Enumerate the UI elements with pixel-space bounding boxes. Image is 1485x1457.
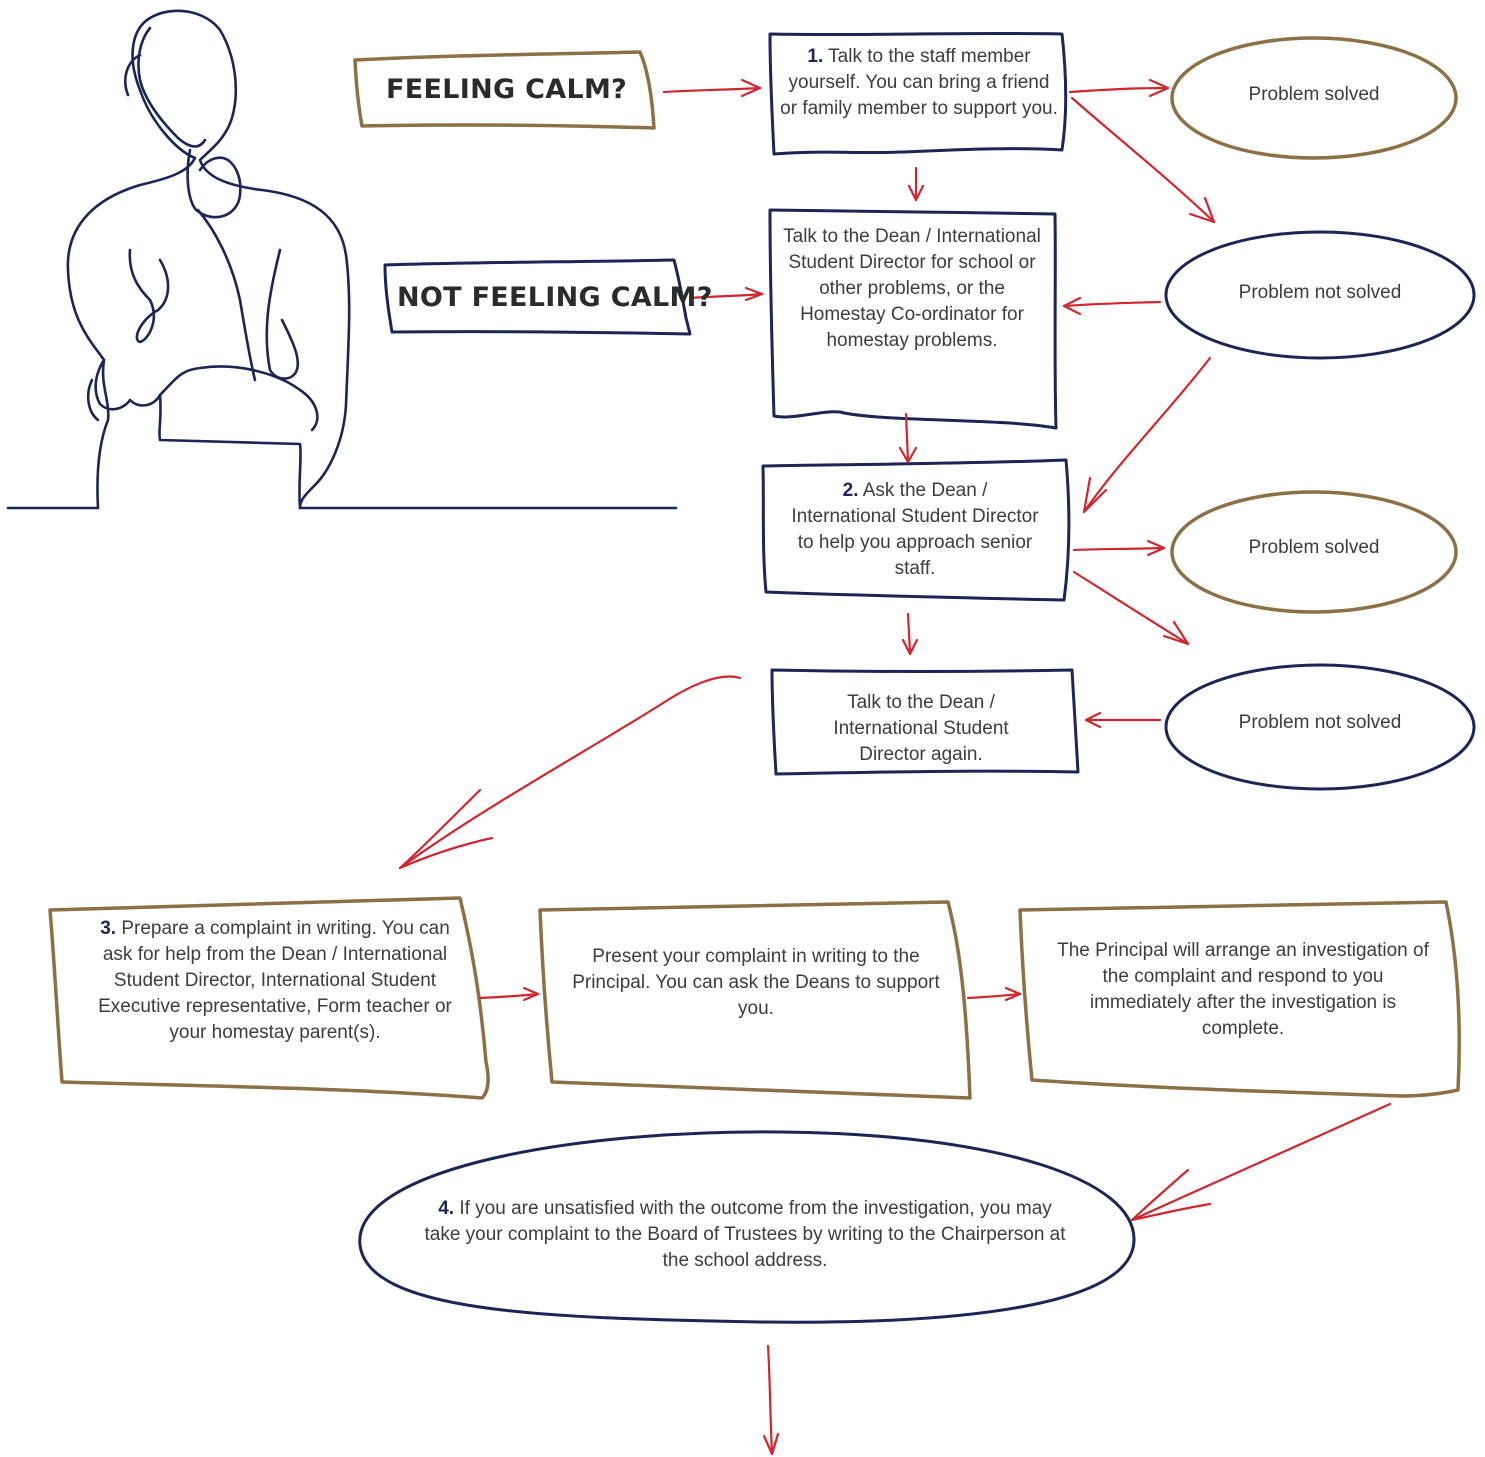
step4-body: If you are unsatisfied with the outcome … [424, 1198, 1066, 1271]
step2-number: 2. [842, 480, 859, 501]
feeling-calm-frame [353, 50, 656, 130]
step4-text: 4. If you are unsatisfied with the outco… [420, 1196, 1070, 1274]
step1-body: Talk to the staff member yourself. You c… [780, 46, 1058, 119]
step1-frame [768, 31, 1068, 156]
not-solved-1-text: Problem not solved [1238, 282, 1402, 303]
principal-text: The Principal will arrange an investigat… [1057, 940, 1429, 1039]
step4-number: 4. [438, 1198, 455, 1219]
principal-frame [1018, 900, 1462, 1098]
solved-1-ellipse [1170, 36, 1458, 160]
flow-arrows [398, 78, 1392, 1456]
not-solved-1-ellipse [1164, 230, 1476, 360]
not-feeling-calm-label: NOT FEELING CALM? [397, 282, 713, 313]
solved-1-text: Problem solved [1248, 84, 1380, 105]
feeling-calm-label: FEELING CALM? [386, 74, 628, 105]
solved-2-text: Problem solved [1248, 537, 1380, 558]
step3-text: 3. Prepare a complaint in writing. You c… [86, 916, 464, 1046]
present-text: Present your complaint in writing to the… [572, 946, 940, 1019]
step3-frame [48, 896, 490, 1100]
step1-number: 1. [807, 46, 824, 67]
dean-again-text: Talk to the Dean / International Student… [833, 692, 1009, 765]
not-solved-2-ellipse [1164, 663, 1476, 791]
step3-body: Prepare a complaint in writing. You can … [98, 918, 452, 1043]
step2-text: 2. Ask the Dean / International Student … [790, 478, 1040, 582]
step4-ellipse [358, 1130, 1136, 1324]
thinking-person-line-art-icon [6, 9, 678, 510]
not-feeling-calm-frame [383, 258, 692, 336]
step3-number: 3. [100, 918, 117, 939]
dean-talk-frame [768, 208, 1058, 430]
solved-2-ellipse [1170, 490, 1458, 614]
dean-again-frame [770, 668, 1080, 776]
dean-talk-text: Talk to the Dean / International Student… [783, 226, 1041, 351]
present-frame [538, 900, 972, 1100]
step1-text: 1. Talk to the staff member yourself. Yo… [778, 44, 1060, 122]
step2-body: Ask the Dean / International Student Dir… [791, 480, 1039, 579]
not-solved-2-text: Problem not solved [1238, 712, 1402, 733]
step2-frame [761, 458, 1071, 602]
